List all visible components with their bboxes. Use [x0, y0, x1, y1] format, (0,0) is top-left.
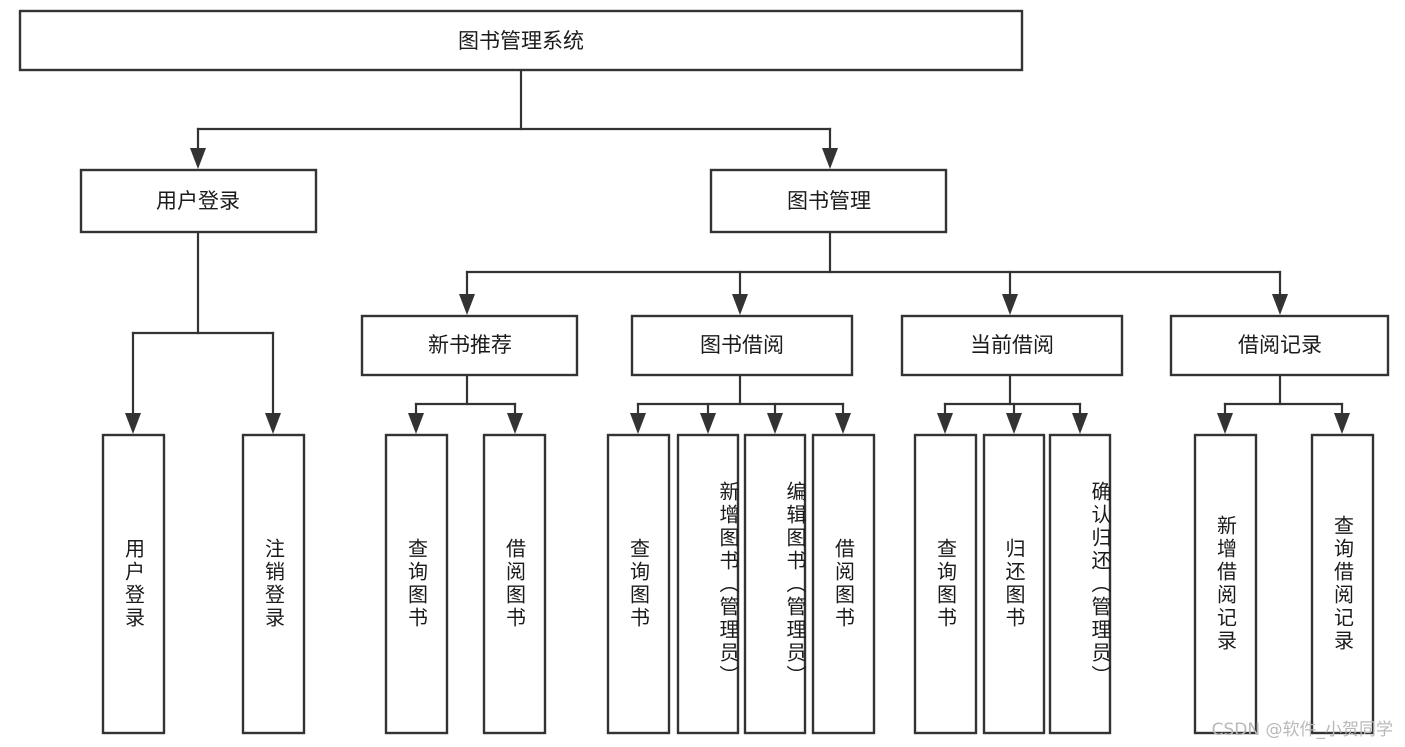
leaf-box-query-book-current[interactable] — [913, 433, 978, 735]
node-root-box[interactable] — [18, 9, 1024, 72]
node-user-login-label: 用户登录 — [156, 189, 240, 213]
connector-userlogin-to-leaves — [125, 230, 281, 434]
leaf-box-query-book-borrow[interactable] — [606, 433, 671, 735]
node-borrow-record-label: 借阅记录 — [1238, 333, 1322, 357]
node-current-borrow[interactable]: 当前借阅 — [900, 314, 1124, 377]
leaf-box-user-login[interactable] — [101, 433, 166, 735]
csdn-watermark: CSDN @软件_小贺同学 — [1211, 720, 1393, 740]
connector-current-to-leaves — [937, 373, 1088, 434]
connector-root-to-level2 — [190, 68, 838, 169]
connector-borrow-to-leaves — [630, 373, 851, 434]
node-current-borrow-label: 当前借阅 — [970, 333, 1054, 357]
node-borrow-record-box[interactable] — [1169, 314, 1390, 377]
leaf-box-confirm-return-admin[interactable] — [1048, 433, 1112, 735]
leaf-box-borrow-book-new[interactable] — [482, 433, 547, 735]
leaf-box-borrow-book[interactable] — [811, 433, 876, 735]
node-book-management[interactable]: 图书管理 — [709, 168, 948, 234]
leaf-box-query-borrow-record[interactable] — [1310, 433, 1375, 735]
leaf-box-return-book[interactable] — [982, 433, 1046, 735]
leaf-box-edit-book-admin[interactable] — [743, 433, 807, 735]
node-user-login[interactable]: 用户登录 — [79, 168, 318, 234]
node-new-book-recommend[interactable]: 新书推荐 — [360, 314, 579, 377]
node-borrow-record[interactable]: 借阅记录 — [1169, 314, 1390, 377]
node-book-borrow-label: 图书借阅 — [700, 333, 784, 357]
leaf-box-add-book-admin[interactable] — [676, 433, 740, 735]
node-root-label: 图书管理系统 — [458, 29, 584, 53]
node-book-borrow[interactable]: 图书借阅 — [630, 314, 854, 377]
node-root[interactable]: 图书管理系统 — [18, 9, 1024, 72]
node-book-management-box[interactable] — [709, 168, 948, 234]
node-current-borrow-box[interactable] — [900, 314, 1124, 377]
node-user-login-box[interactable] — [79, 168, 318, 234]
connector-record-to-leaves — [1217, 373, 1350, 434]
leaf-box-query-book-new[interactable] — [384, 433, 449, 735]
node-book-borrow-box[interactable] — [630, 314, 854, 377]
leaf-box-add-borrow-record[interactable] — [1193, 433, 1258, 735]
leaf-box-logout[interactable] — [241, 433, 306, 735]
node-book-management-label: 图书管理 — [787, 189, 871, 213]
connector-bookmgmt-to-level3 — [459, 230, 1288, 315]
connector-newbook-to-leaves — [408, 373, 523, 434]
node-new-book-recommend-box[interactable] — [360, 314, 579, 377]
node-new-book-recommend-label: 新书推荐 — [428, 333, 512, 357]
